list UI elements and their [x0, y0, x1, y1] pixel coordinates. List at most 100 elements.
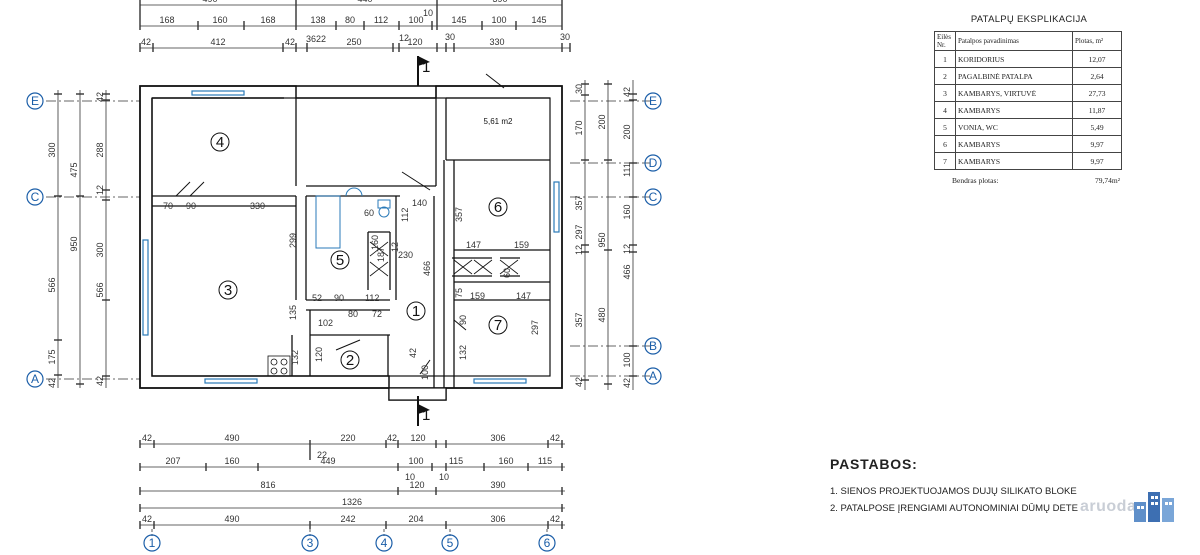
int-dim-1: 90 — [186, 201, 196, 211]
room-no-cell: 4 — [934, 101, 956, 119]
right-dim-mid-2: 480 — [597, 307, 607, 322]
int-dim-16: 135 — [288, 305, 298, 320]
int-dim-2: 330 — [250, 201, 265, 211]
int-dim-20: 132 — [290, 350, 300, 365]
bot-dim-2-6: 115 — [538, 456, 552, 466]
bot-dim-1-extra: 22 — [317, 450, 327, 460]
int-dim-27: 132 — [458, 345, 468, 360]
int-dim-3: 299 — [288, 233, 298, 248]
top-dim-3-1: 412 — [210, 37, 225, 47]
axis-label-c-right: C — [649, 190, 658, 204]
left-dim-outer-2: 175 — [47, 349, 57, 364]
header-name: Patalpos pavadinimas — [955, 31, 1073, 51]
top-dim-1-1: 440 — [357, 0, 372, 4]
room-7-bubble — [488, 315, 508, 335]
top-dim-2-4: 80 — [345, 15, 355, 25]
room-5-bubble — [330, 250, 350, 270]
explication-table: Eilės Nr. Patalpos pavadinimas Plotas, m… — [934, 31, 1122, 170]
notes-heading: PASTABOS: — [830, 456, 918, 472]
floor-plan: 490 440 390 168 160 168 138 80 112 100 1… — [26, 0, 662, 552]
window-room-6 — [553, 181, 560, 233]
room-area-cell: 9,97 — [1072, 152, 1122, 170]
axis-label-5: 5 — [447, 536, 454, 550]
bot-dim-2-extra-0: 10 — [405, 472, 415, 482]
axis-bubble-4 — [375, 534, 393, 552]
top-dim-3-4: 250 — [346, 37, 361, 47]
room-7-label: 7 — [494, 317, 502, 334]
section-marker-bottom-label: 1 — [422, 407, 430, 424]
right-dim-outer-6: 100 — [622, 352, 632, 367]
room-1-bubble — [406, 301, 426, 321]
right-dim-outer-5: 466 — [622, 264, 632, 279]
bathroom-fixtures — [315, 187, 391, 249]
top-dimension-chains — [139, 0, 571, 52]
axis-label-b-right: B — [649, 339, 657, 353]
room-2-label: 2 — [346, 352, 354, 369]
axis-bubble-d-right — [644, 154, 662, 172]
total-area-label: Bendras plotas: — [952, 176, 999, 185]
room-area-cell: 27,73 — [1072, 84, 1122, 102]
int-dim-29: 90 — [458, 315, 468, 325]
top-dim-3-7: 30 — [445, 32, 455, 42]
left-dim-mid-0: 475 — [69, 162, 79, 177]
top-dim-2-0: 168 — [159, 15, 174, 25]
bot-dim-1-0: 42 — [142, 433, 152, 443]
axis-bubble-a-right — [644, 367, 662, 385]
int-dim-5: 112 — [400, 208, 410, 222]
right-dimension-lines — [570, 80, 650, 390]
bot-dim-1-4: 120 — [410, 433, 425, 443]
header-no: Eilės Nr. — [934, 31, 956, 51]
room-no-cell: 5 — [934, 118, 956, 136]
room-numbers: 1 2 3 4 5 6 7 5,61 m2 — [210, 117, 513, 370]
right-dim-outer-0: 42 — [622, 87, 632, 97]
top-dim-3-9: 30 — [560, 32, 570, 42]
bottom-dimension-lines — [139, 440, 565, 536]
bot-dim-5-2: 242 — [340, 514, 355, 524]
left-dim-inner-1: 288 — [95, 142, 105, 157]
top-dim-2-1: 160 — [212, 15, 227, 25]
room-5-label: 5 — [336, 252, 344, 269]
right-dim-outer-7: 42 — [622, 378, 632, 388]
axis-label-1: 1 — [149, 536, 156, 550]
room-area-cell: 11,87 — [1072, 101, 1122, 119]
top-dim-3-8: 330 — [489, 37, 504, 47]
axis-bubble-5 — [441, 534, 459, 552]
top-dim-3-2: 42 — [285, 37, 295, 47]
room-3-bubble — [218, 280, 238, 300]
axis-label-6: 6 — [544, 536, 551, 550]
kitchen-fixtures — [267, 355, 291, 377]
explication-title: PATALPŲ EKSPLIKACIJA — [970, 14, 1088, 25]
top-dim-3-0: 42 — [141, 37, 151, 47]
axis-bubble-e-right — [644, 92, 662, 110]
terrace-area-label: 5,61 m2 — [484, 117, 513, 126]
room-name-cell: KAMBARYS — [955, 152, 1073, 170]
room-name-cell: VONIA, WC — [955, 118, 1073, 136]
building-logo-icon — [1134, 492, 1174, 522]
left-dim-outer-3: 42 — [47, 378, 57, 388]
int-dim-13: 52 — [312, 293, 322, 303]
room-no-cell: 6 — [934, 135, 956, 153]
bot-dim-5-0: 42 — [142, 514, 152, 524]
bot-dim-5-4: 306 — [490, 514, 505, 524]
int-dim-0: 70 — [163, 201, 173, 211]
section-marker-top-label: 1 — [422, 59, 430, 76]
room-4-label: 4 — [216, 134, 224, 151]
top-dim-2-10: 145 — [531, 15, 546, 25]
int-dim-6: 140 — [412, 198, 427, 208]
left-dimension-labels: 300 566 175 42 475 950 42 288 12 300 566… — [47, 92, 105, 388]
int-dim-21: 120 — [314, 347, 324, 362]
bot-dim-4-0: 1326 — [342, 497, 362, 507]
int-dim-24: 159 — [470, 291, 485, 301]
top-dim-3-5: 12 — [399, 33, 409, 43]
bot-dim-2-5: 160 — [498, 456, 513, 466]
axis-label-4: 4 — [381, 536, 388, 550]
int-dim-31: 160 — [370, 235, 380, 250]
door-swings — [175, 73, 505, 375]
axis-label-a-left: A — [31, 372, 39, 386]
right-dim-inner-0: 30 — [574, 84, 584, 94]
notes-section: PASTABOS: 1. SIENOS PROJEKTUOJAMOS DUJŲ … — [830, 456, 1130, 520]
